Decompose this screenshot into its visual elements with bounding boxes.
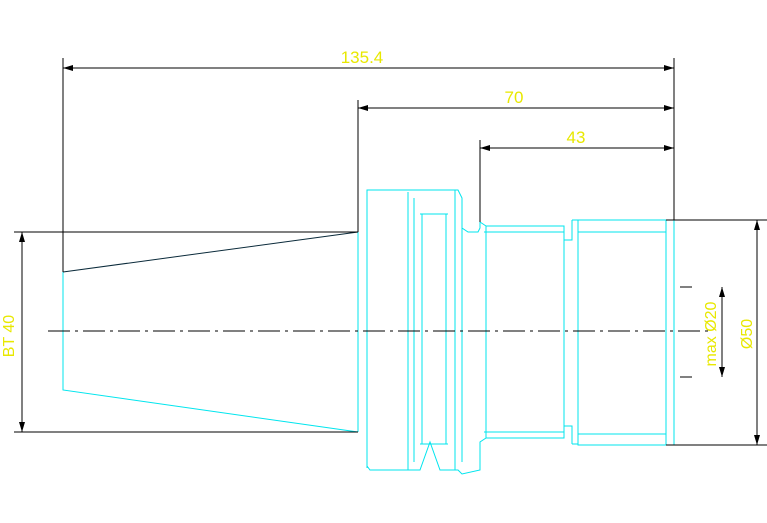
taper-outline: [62, 272, 359, 433]
dim-label-bt40: BT 40: [1, 315, 18, 358]
groove-outline: [563, 220, 573, 444]
dim-label-43: 43: [567, 128, 586, 147]
taper-top-edge: [62, 231, 359, 273]
body-section: [485, 225, 565, 439]
dimension-lines: [14, 58, 767, 446]
nose-section: [577, 219, 675, 446]
flange-outline: [366, 189, 487, 475]
dim-label-max-d20: max Ø20: [703, 301, 720, 366]
dim-label-135-4: 135.4: [341, 48, 384, 67]
dim-label-70: 70: [505, 88, 524, 107]
tool-holder-outline: [62, 189, 675, 475]
dim-label-d50: Ø50: [739, 319, 756, 349]
